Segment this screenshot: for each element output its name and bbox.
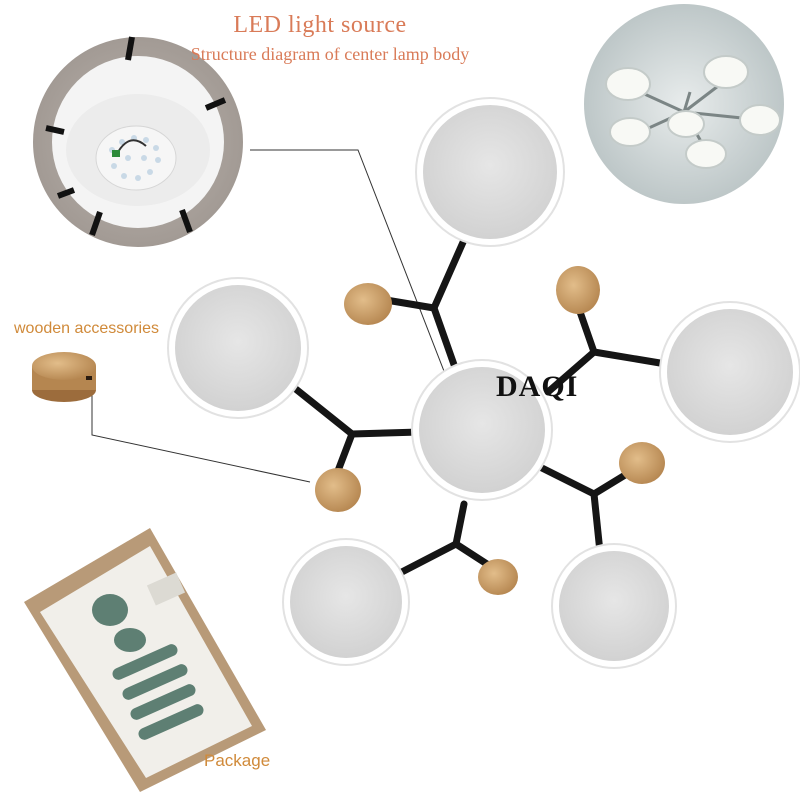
wood-knob: [478, 559, 518, 595]
package-label: Package: [204, 751, 271, 770]
wood-knobs: [315, 266, 665, 595]
shade-center: [411, 359, 553, 501]
shade-right: [659, 301, 800, 443]
wrapped-part: [92, 594, 128, 626]
wooden-accessories-label: wooden accessories: [14, 320, 159, 337]
shade-left: [167, 277, 309, 419]
lamp-arms: [288, 236, 670, 578]
installed-ceiling-photo: [584, 4, 784, 204]
wood-knob: [619, 442, 665, 484]
led-light-source-photo: [29, 33, 247, 251]
shade-top: [415, 97, 565, 247]
led-light-source-title: LED light source: [233, 12, 407, 38]
shade-bottom-left: [282, 538, 410, 666]
wood-knob: [556, 266, 600, 314]
package-photo: [24, 528, 266, 792]
leader-lines: [91, 149, 457, 483]
brand-logo-text: DAQI: [496, 370, 579, 403]
wood-knob: [315, 468, 361, 512]
lamp-shades: [167, 97, 800, 669]
wood-knob: [344, 283, 392, 325]
structure-diagram-subtitle: Structure diagram of center lamp body: [190, 44, 470, 64]
shade-bottom-right: [551, 543, 677, 669]
wooden-accessory-sample: [32, 352, 96, 402]
